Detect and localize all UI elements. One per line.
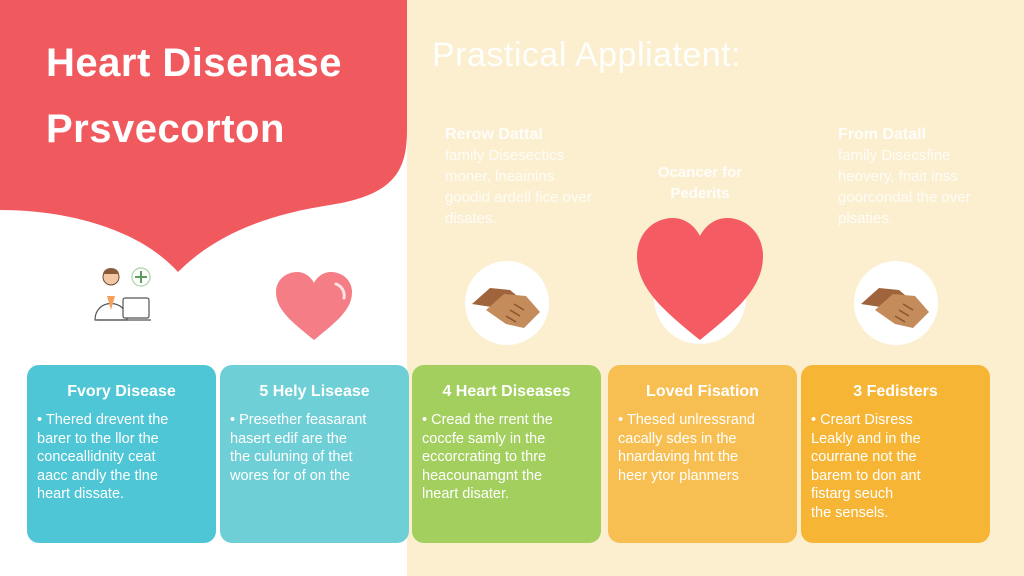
card-title: 3 Fedisters — [853, 383, 938, 400]
card-heart-diseases: 4 Heart Diseases • Cread the rrent the c… — [412, 365, 601, 543]
card-title: Loved Fisation — [646, 383, 759, 400]
card-title: Fvory Disease — [67, 383, 176, 400]
column-left-text: Rerow Dattal family Disesectics moner, l… — [445, 124, 595, 229]
handshake-icon — [854, 261, 938, 345]
card-title: 5 Hely Lisease — [259, 383, 370, 400]
card-loved-fisation: Loved Fisation • Thesed unlressrand caca… — [608, 365, 797, 543]
heart-icon — [276, 272, 352, 340]
column-right-body: family Disecsfine heovery, fnait inss go… — [838, 147, 971, 227]
card-body: • Thesed unlressrand cacally sdes in the… — [618, 412, 755, 484]
column-left-body: family Disesectics moner, lneainins good… — [445, 147, 592, 227]
handshake-icon — [465, 261, 549, 345]
card-fvory-disease: Fvory Disease • Thered drevent the barer… — [27, 365, 216, 543]
card-body: • Presether feasarant hasert edif are th… — [230, 412, 367, 484]
column-right-heading: From Datall — [838, 126, 927, 143]
card-hely-lisease: 5 Hely Lisease • Presether feasarant has… — [220, 365, 409, 543]
card-body: • Cread the rrent the coccfe samly in th… — [422, 412, 553, 502]
card-body: • Creart Disress Leakly and in the courr… — [811, 412, 921, 521]
center-label: Ocancer for Pederits — [657, 164, 743, 202]
heart-icon — [637, 218, 763, 344]
column-left-heading: Rerow Dattal — [445, 126, 543, 143]
card-fedisters: 3 Fedisters • Creart Disress Leakly and … — [801, 365, 990, 543]
card-title: 4 Heart Diseases — [442, 383, 571, 400]
doctor-icon — [94, 267, 151, 321]
card-body: • Thered drevent the barer to the llor t… — [37, 412, 169, 502]
page-title: Heart Disenase Prsvecorton — [46, 41, 343, 151]
column-right-text: From Datall family Disecsfine heovery, f… — [838, 124, 988, 229]
page-subtitle: Prastical Appliatent: — [432, 36, 742, 74]
title-banner — [0, 0, 407, 272]
